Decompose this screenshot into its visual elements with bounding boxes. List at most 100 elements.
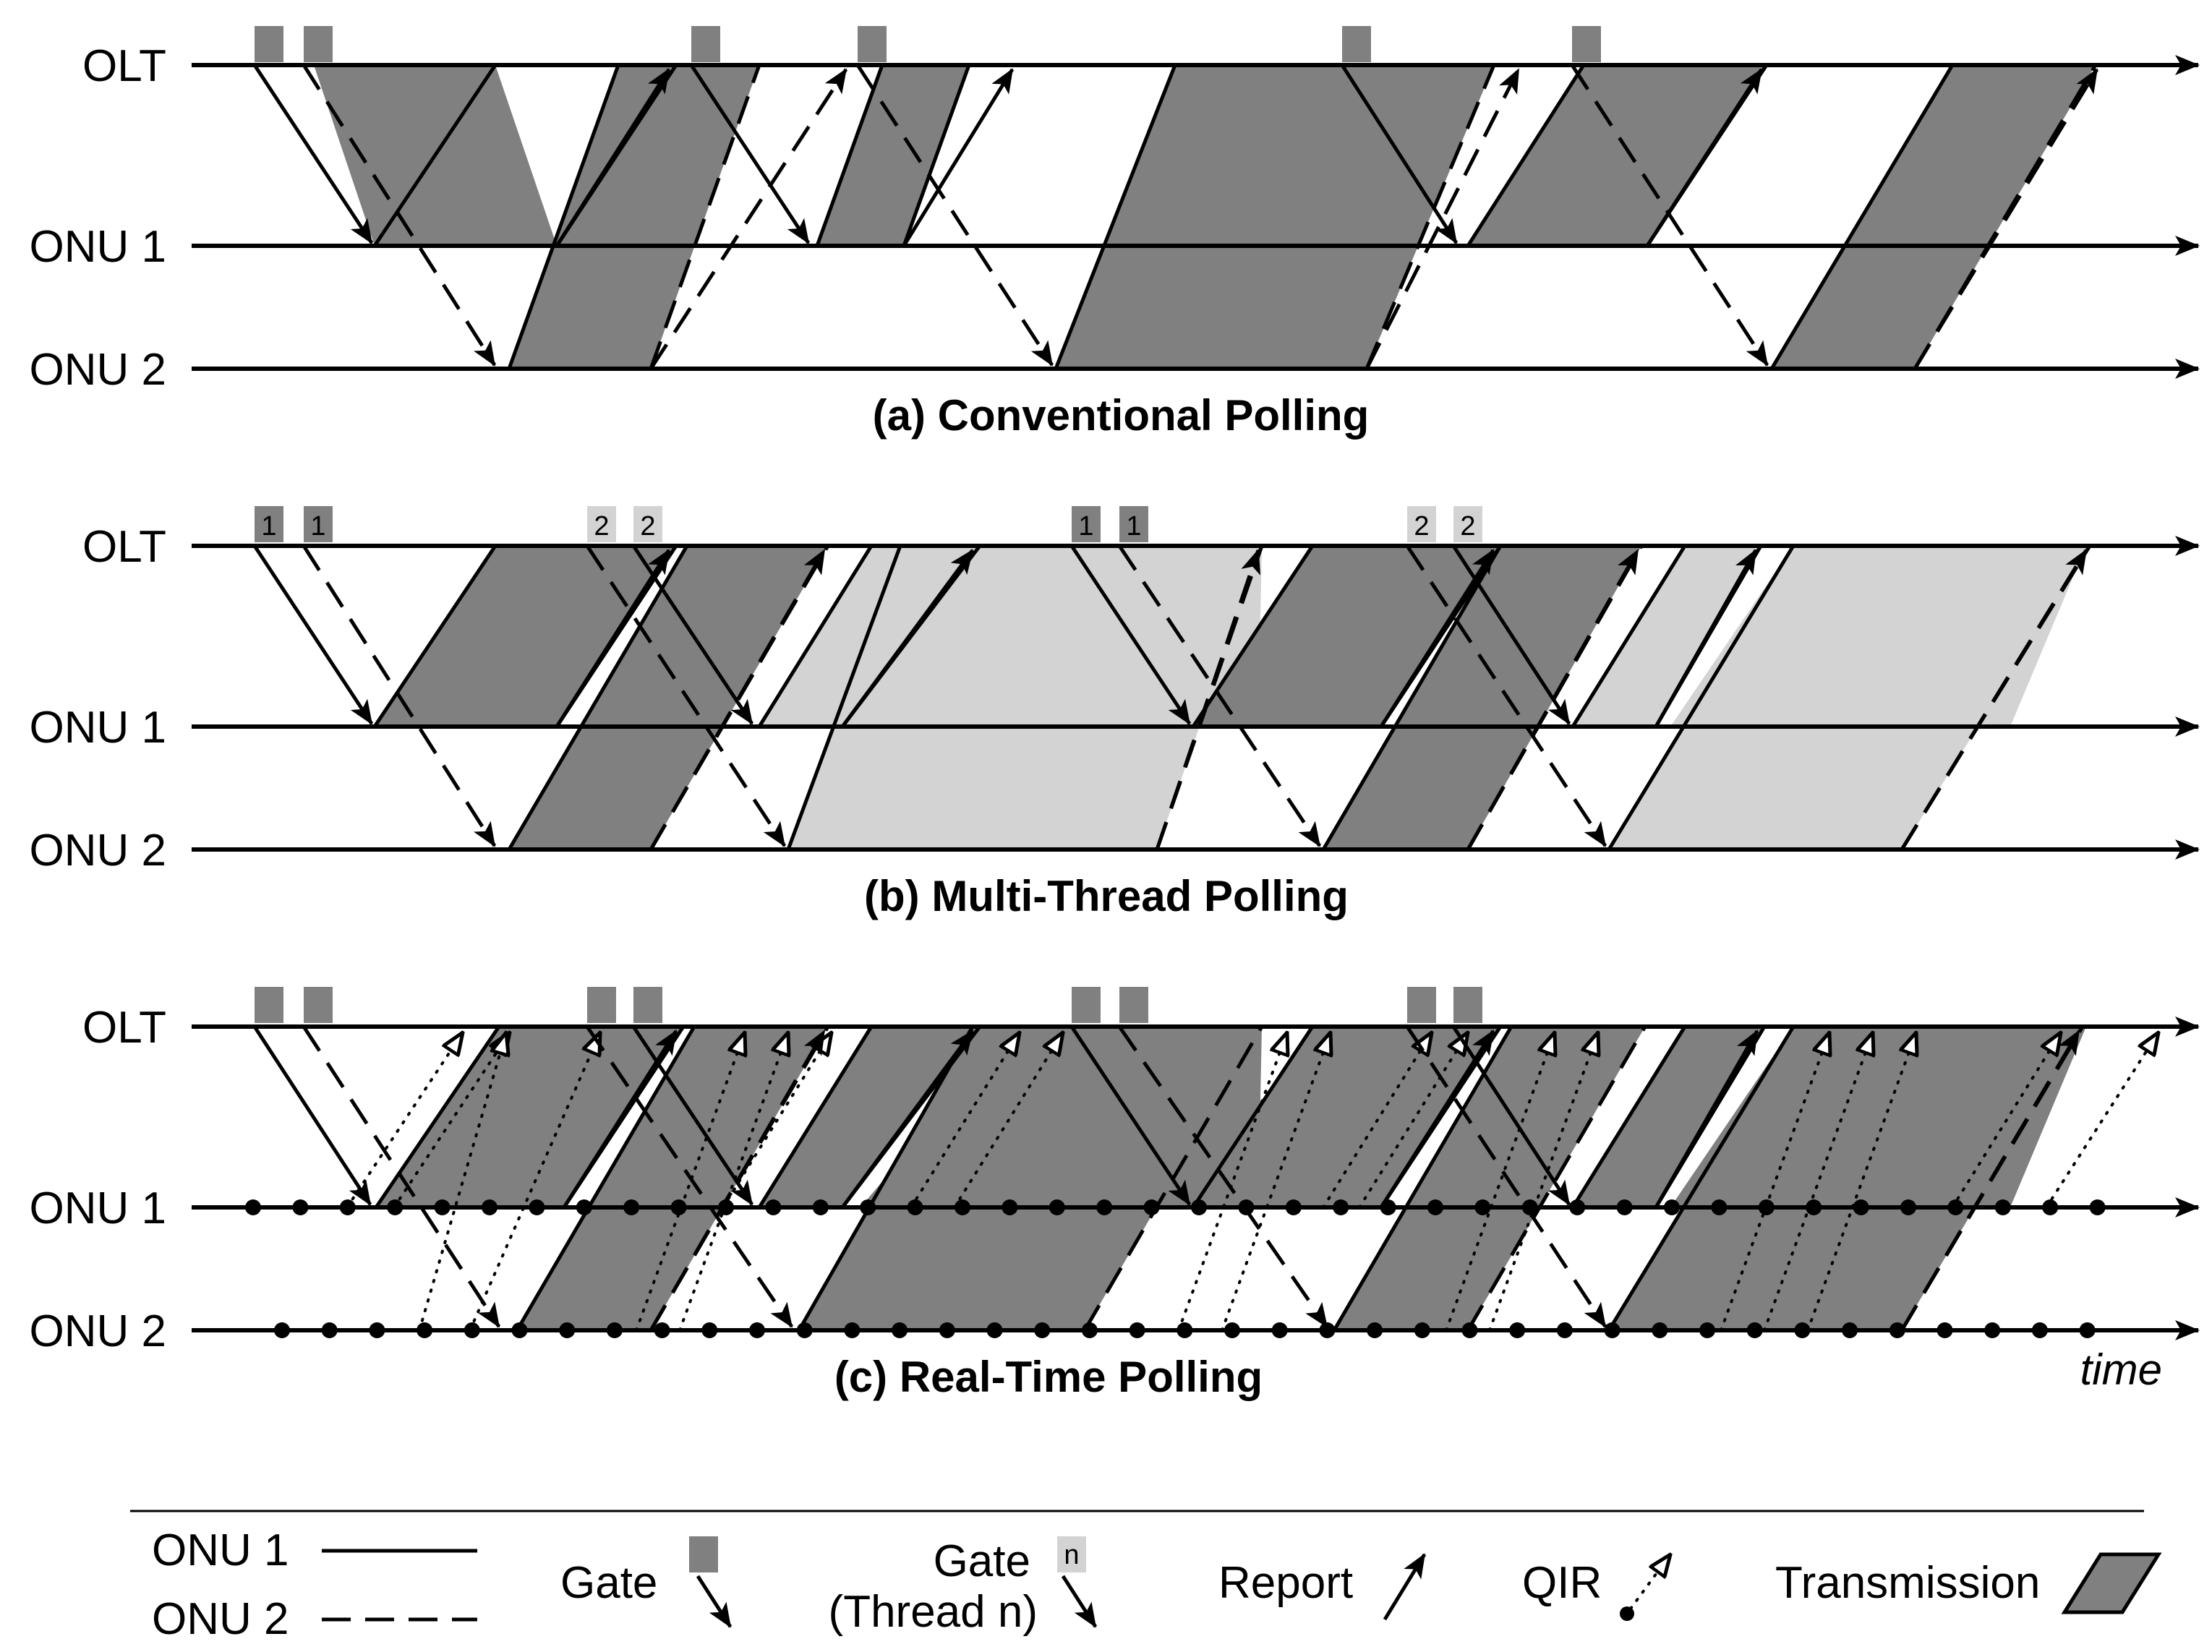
sample-dot xyxy=(417,1322,433,1338)
legend-report-arrow xyxy=(1383,1553,1427,1621)
sample-dot xyxy=(718,1199,734,1215)
sample-dot xyxy=(2089,1199,2106,1215)
transmission-block xyxy=(1193,546,1500,727)
transmission-block xyxy=(376,1027,683,1207)
legend-onu2-label: ONU 2 xyxy=(152,1594,289,1644)
qir-arrow xyxy=(346,1032,463,1209)
transmission-block xyxy=(817,65,969,246)
sample-dot xyxy=(1474,1199,1491,1215)
gate-arrow xyxy=(1069,544,1192,725)
sample-dot xyxy=(986,1322,1003,1338)
legend: ONU 1 ONU 2 Gate Gate (Thread n) n Repor… xyxy=(130,1510,2162,1644)
gate-arrow xyxy=(252,64,374,244)
sample-dot xyxy=(321,1322,338,1338)
legend-gate-thread-marker: n xyxy=(1064,1540,1079,1570)
transmission-block xyxy=(1609,546,2090,849)
sample-dot xyxy=(1947,1199,1964,1215)
gate-arrow xyxy=(1405,544,1607,847)
panel-b-gates: 1 1 2 2 1 1 2 2 xyxy=(255,506,1482,542)
gate-arrow xyxy=(585,544,787,847)
transmission-block xyxy=(1609,1027,2083,1330)
sample-dot xyxy=(844,1322,861,1338)
legend-gate-arrow xyxy=(696,1575,733,1628)
sample-dot xyxy=(1461,1322,1478,1338)
sample-dot xyxy=(339,1199,356,1215)
legend-gate-thread-label: Gate xyxy=(934,1536,1030,1586)
sample-dot xyxy=(482,1199,498,1215)
panel-c-qir-arrows xyxy=(346,1032,2158,1332)
qir-arrow xyxy=(1806,1032,1916,1332)
transmission-block xyxy=(1468,65,1767,246)
sample-dot xyxy=(812,1199,829,1215)
transmission-block xyxy=(517,1027,828,1330)
report-arrow xyxy=(1900,549,2088,851)
gate-block xyxy=(1342,26,1371,62)
sample-dot xyxy=(1414,1322,1430,1338)
gate-block xyxy=(255,26,283,62)
qir-arrow xyxy=(1951,1032,2061,1209)
gate-arrow xyxy=(631,1025,754,1206)
sample-dot xyxy=(1794,1322,1811,1338)
olt-label: OLT xyxy=(82,1003,166,1053)
sample-dot xyxy=(369,1322,385,1338)
sample-dot xyxy=(1049,1199,1065,1215)
sample-dot xyxy=(1177,1322,1193,1338)
sample-dot xyxy=(955,1199,970,1215)
gate-arrow xyxy=(302,544,497,847)
qir-arrow xyxy=(393,1032,510,1209)
sample-dot xyxy=(434,1199,450,1215)
report-arrow xyxy=(1645,68,1764,247)
onu2-label: ONU 2 xyxy=(30,1306,166,1356)
sample-dot xyxy=(1380,1199,1396,1215)
transmission-block xyxy=(799,1027,1262,1330)
report-arrow xyxy=(649,1030,827,1332)
olt-label: OLT xyxy=(82,41,166,91)
sample-dot xyxy=(2031,1322,2048,1338)
sample-dot xyxy=(939,1322,955,1338)
panel-b-timelines xyxy=(192,536,2200,860)
report-arrow xyxy=(555,549,671,728)
qir-arrow xyxy=(1763,1032,1873,1332)
gate-block xyxy=(1453,987,1482,1023)
sample-dot xyxy=(1319,1322,1336,1338)
gate-block-thread2 xyxy=(633,506,662,542)
legend-gate-thread-sublabel: (Thread n) xyxy=(829,1587,1038,1637)
gate-block xyxy=(1119,987,1148,1023)
gate-arrow xyxy=(1069,1025,1192,1206)
sample-dot xyxy=(2079,1322,2096,1338)
panel-b: 1 1 2 2 1 1 2 2 xyxy=(30,506,2200,920)
sample-dot xyxy=(292,1199,309,1215)
sample-dot xyxy=(1569,1199,1586,1215)
olt-label: OLT xyxy=(82,522,166,572)
qir-arrow xyxy=(635,1032,745,1332)
sample-dot xyxy=(1652,1322,1668,1338)
sample-dot xyxy=(2042,1199,2059,1215)
transmission-block xyxy=(509,546,828,849)
sample-dot xyxy=(1427,1199,1443,1215)
gate-arrow xyxy=(689,64,811,244)
panel-c: OLT ONU 1 ONU 2 (c) Real-Time Polling ti… xyxy=(30,987,2200,1401)
gate-block xyxy=(304,26,333,62)
sample-dot xyxy=(1842,1322,1858,1338)
sample-dot xyxy=(1936,1322,1953,1338)
qir-arrow xyxy=(1221,1032,1331,1332)
sample-dot xyxy=(1129,1322,1145,1338)
time-axis-label: time xyxy=(2080,1345,2162,1394)
gate-arrow xyxy=(252,544,374,725)
sample-dot xyxy=(606,1322,623,1338)
panel-b-messages xyxy=(252,544,2088,851)
gate-thread-number: 1 xyxy=(1078,511,1093,542)
sample-dot xyxy=(1853,1199,1869,1215)
transmission-block xyxy=(1323,546,1641,849)
gate-thread-number: 1 xyxy=(1126,511,1141,542)
panel-c-gates xyxy=(255,987,1482,1023)
panel-c-transmissions xyxy=(374,1025,2086,1332)
transmission-block xyxy=(1334,1027,1645,1330)
transmission-block xyxy=(1056,65,1494,369)
report-arrow xyxy=(840,1030,975,1209)
gate-thread-number: 2 xyxy=(594,511,609,542)
legend-qir-arrow xyxy=(1629,1554,1670,1610)
gate-block xyxy=(1407,987,1436,1023)
gate-arrow xyxy=(302,1025,501,1328)
sample-dot xyxy=(1984,1322,2001,1338)
